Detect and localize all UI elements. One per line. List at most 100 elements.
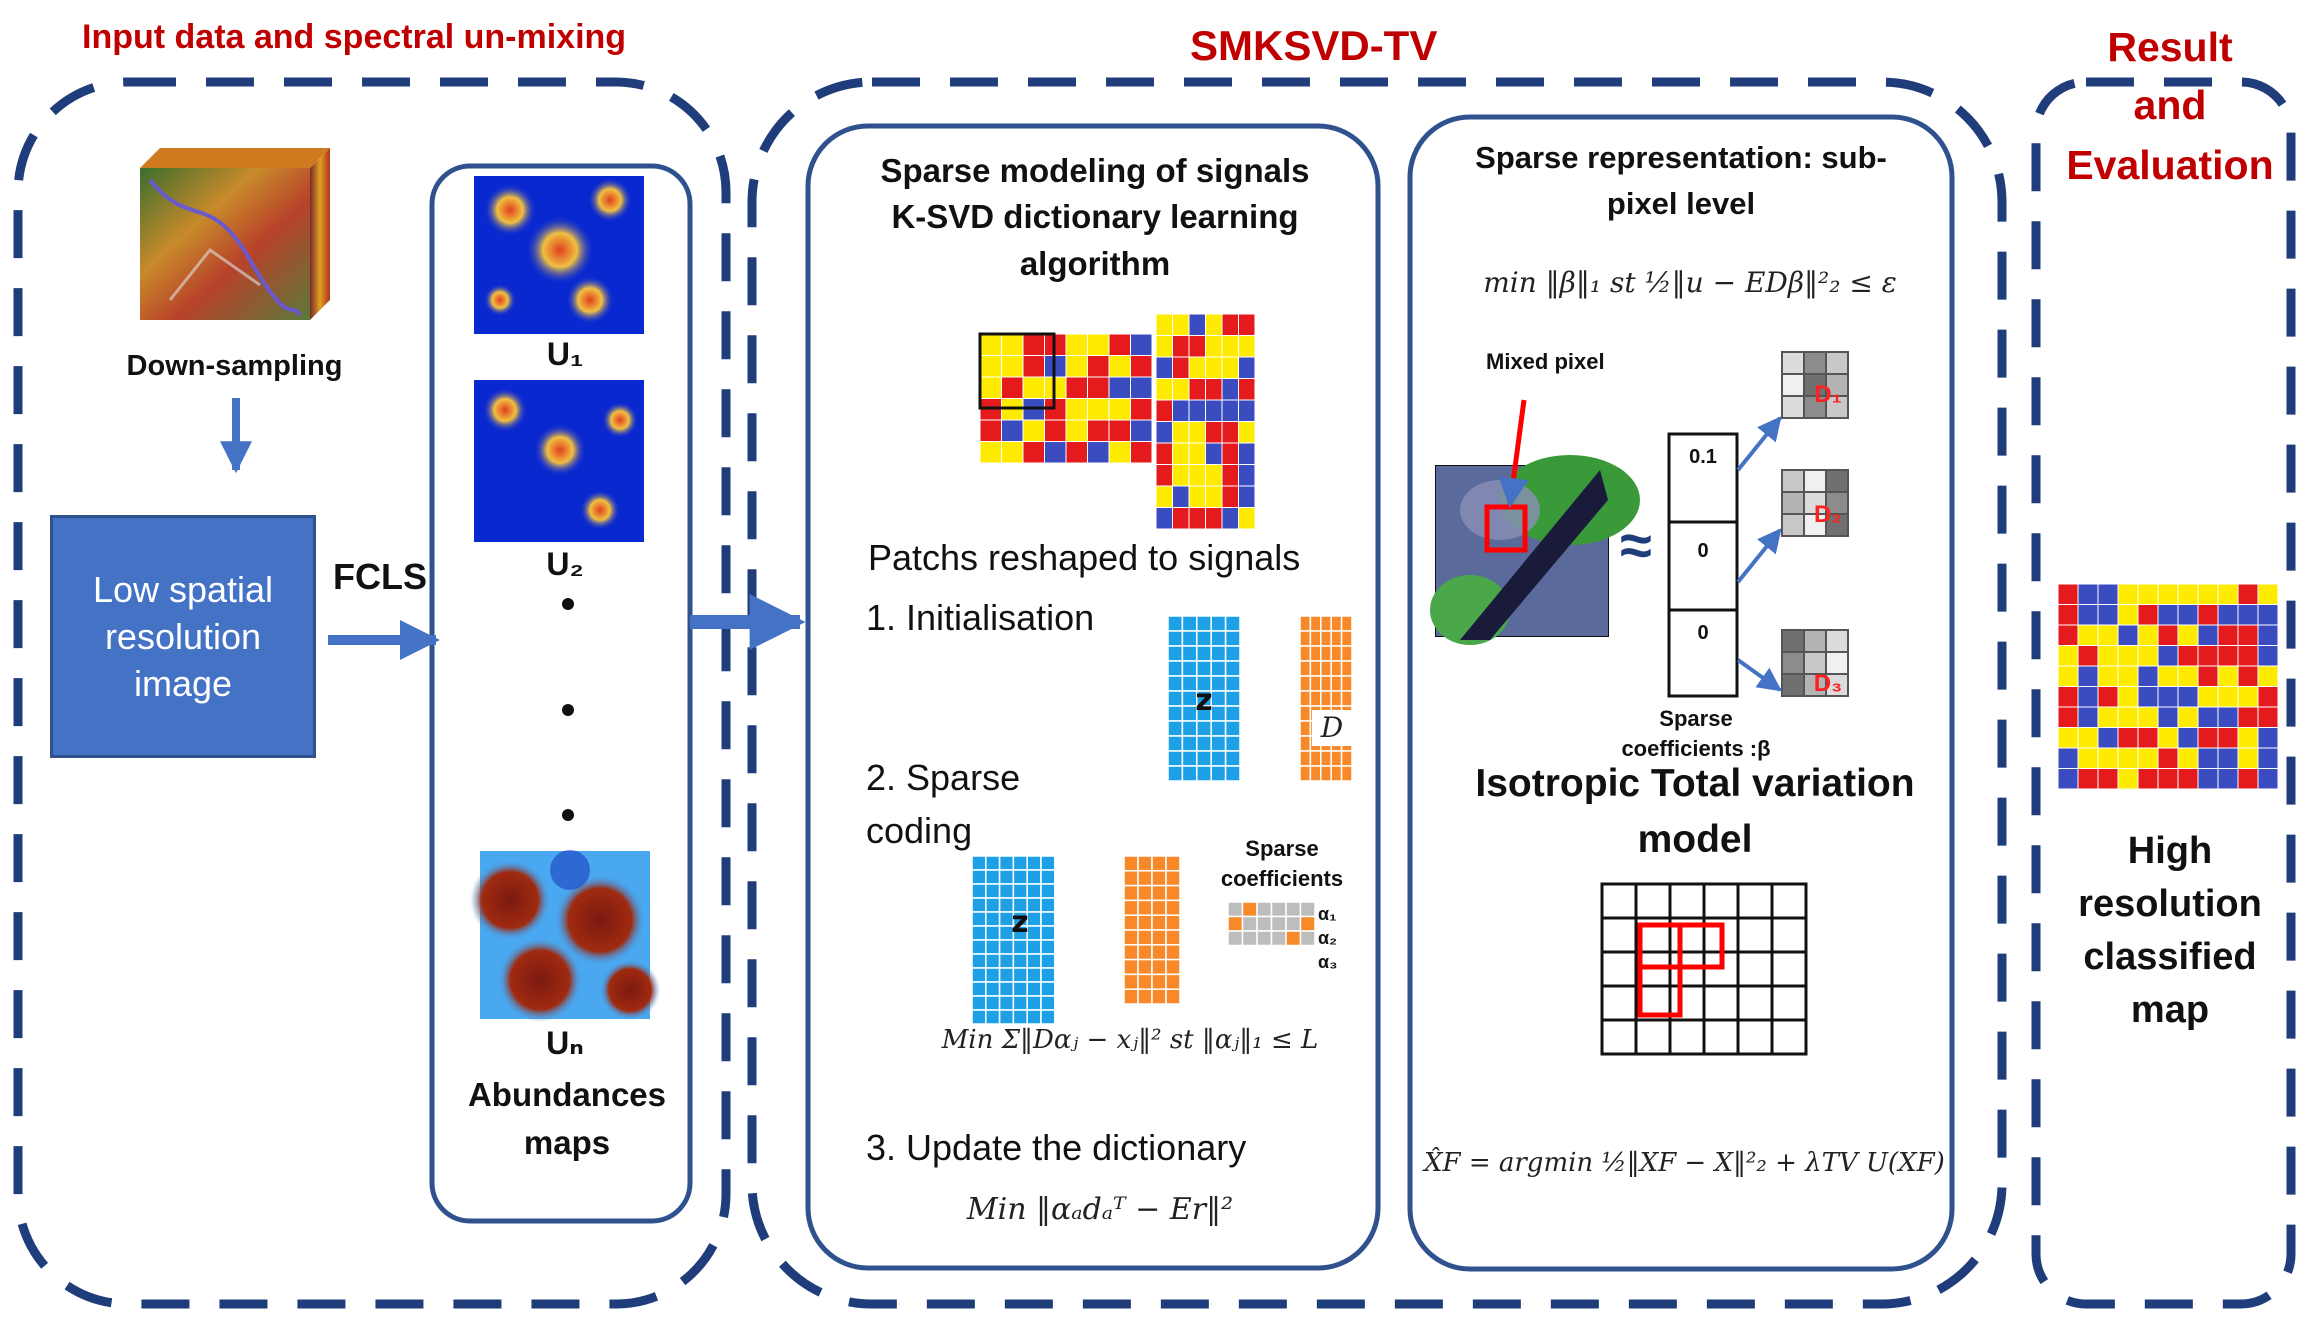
grid-cell xyxy=(1167,735,1184,752)
grid-cell xyxy=(1238,485,1256,508)
grid-cell xyxy=(2237,686,2259,708)
grid-cell xyxy=(1167,720,1184,737)
grid-cell xyxy=(1026,869,1042,885)
grid-cell xyxy=(1123,988,1139,1005)
grid-cell xyxy=(1340,615,1353,632)
grid-cell xyxy=(2217,665,2239,687)
grid-cell xyxy=(1167,705,1184,722)
grid-cell xyxy=(1012,939,1028,955)
abundances-line1: Abundances xyxy=(467,1076,667,1113)
grid-cell xyxy=(1165,870,1181,887)
grid-cell xyxy=(1221,399,1239,422)
grid-cell xyxy=(1227,901,1244,918)
grid-cell xyxy=(2237,645,2259,667)
grid-cell xyxy=(1151,988,1167,1005)
grid-cell xyxy=(2137,686,2159,708)
grid-cell xyxy=(2057,665,2079,687)
grid-cell xyxy=(1221,464,1239,487)
grid-cell xyxy=(1224,705,1241,722)
grid-cell xyxy=(1299,615,1312,632)
sparse-rep-title-line1: Sparse representation: sub- xyxy=(1475,140,1887,175)
grid-cell xyxy=(1130,355,1153,378)
grid-cell xyxy=(1224,615,1241,632)
grid-cell xyxy=(1224,660,1241,677)
grid-cell xyxy=(1167,615,1184,632)
grid-cell xyxy=(2117,686,2139,708)
grid-cell xyxy=(985,981,1001,997)
grid-cell xyxy=(1165,929,1181,946)
grid-cell xyxy=(1825,351,1849,375)
grid-cell xyxy=(1299,675,1312,692)
grid-cell xyxy=(1770,984,1808,1022)
grid-cell xyxy=(1340,750,1353,767)
grid-cell xyxy=(1736,916,1774,954)
grid-cell xyxy=(2137,624,2159,646)
result-title-line3: Evaluation xyxy=(2066,142,2274,188)
grid-cell xyxy=(979,355,1002,378)
atom-d2 xyxy=(1781,469,1849,537)
grid-cell xyxy=(1205,313,1223,336)
grid-cell xyxy=(1165,855,1181,872)
grid-cell xyxy=(2217,686,2239,708)
grid-cell xyxy=(1181,735,1198,752)
grid-cell xyxy=(1238,378,1256,401)
smksvd-section-border xyxy=(747,77,2007,1309)
grid-cell xyxy=(985,925,1001,941)
grid-cell xyxy=(1172,485,1190,508)
grid-cell xyxy=(1181,645,1198,662)
grid-cell xyxy=(2237,583,2259,605)
grid-cell xyxy=(2077,706,2099,728)
coef-value-2: 0 xyxy=(1697,540,1709,562)
grid-cell xyxy=(1123,884,1139,902)
grid-cell xyxy=(1224,690,1241,707)
grid-cell xyxy=(1340,765,1353,782)
grid-cell xyxy=(1330,765,1343,782)
grid-cell xyxy=(1151,884,1167,902)
grid-cell xyxy=(971,925,987,941)
grid-cell xyxy=(1330,675,1343,692)
grid-cell xyxy=(2117,624,2139,646)
ellipsis-dot-2 xyxy=(562,704,574,716)
grid-cell xyxy=(2217,624,2239,646)
grid-cell xyxy=(1340,675,1353,692)
grid-cell xyxy=(2077,665,2099,687)
grid-cell xyxy=(2077,768,2099,790)
grid-cell xyxy=(2237,665,2259,687)
grid-cell xyxy=(971,995,987,1011)
grid-cell xyxy=(2137,747,2159,769)
alpha2-label: α₂ xyxy=(1318,928,1338,948)
grid-cell xyxy=(2057,583,2079,605)
grid-cell xyxy=(1022,441,1045,464)
grid-cell xyxy=(1188,485,1206,508)
grid-cell xyxy=(1155,378,1173,401)
grid-cell xyxy=(1172,356,1190,379)
result-title-line1: Result xyxy=(2107,24,2233,70)
grid-cell xyxy=(985,855,1001,871)
grid-cell xyxy=(1151,944,1167,961)
grid-cell xyxy=(1040,925,1056,941)
grid-cell xyxy=(1803,351,1827,375)
grid-cell xyxy=(1600,1018,1638,1056)
grid-cell xyxy=(2137,645,2159,667)
grid-cell xyxy=(1309,690,1322,707)
grid-cell xyxy=(1221,485,1239,508)
grid-cell xyxy=(1012,1009,1028,1025)
grid-cell xyxy=(1026,1009,1042,1025)
grid-cell xyxy=(1123,929,1139,946)
grid-cell xyxy=(2197,686,2219,708)
grid-cell xyxy=(1205,421,1223,444)
grid-cell xyxy=(1022,333,1045,356)
grid-cell xyxy=(1065,441,1088,464)
grid-cell xyxy=(1781,491,1805,515)
grid-cell xyxy=(1600,984,1638,1022)
grid-cell xyxy=(1309,630,1322,647)
grid-cell xyxy=(1040,883,1056,899)
grid-cell xyxy=(2057,768,2079,790)
grid-cell xyxy=(2097,686,2119,708)
grid-cell xyxy=(985,939,1001,955)
grid-cell xyxy=(1123,855,1139,872)
grid-cell xyxy=(1137,958,1153,976)
grid-cell xyxy=(1065,376,1088,399)
grid-cell xyxy=(1022,419,1045,442)
